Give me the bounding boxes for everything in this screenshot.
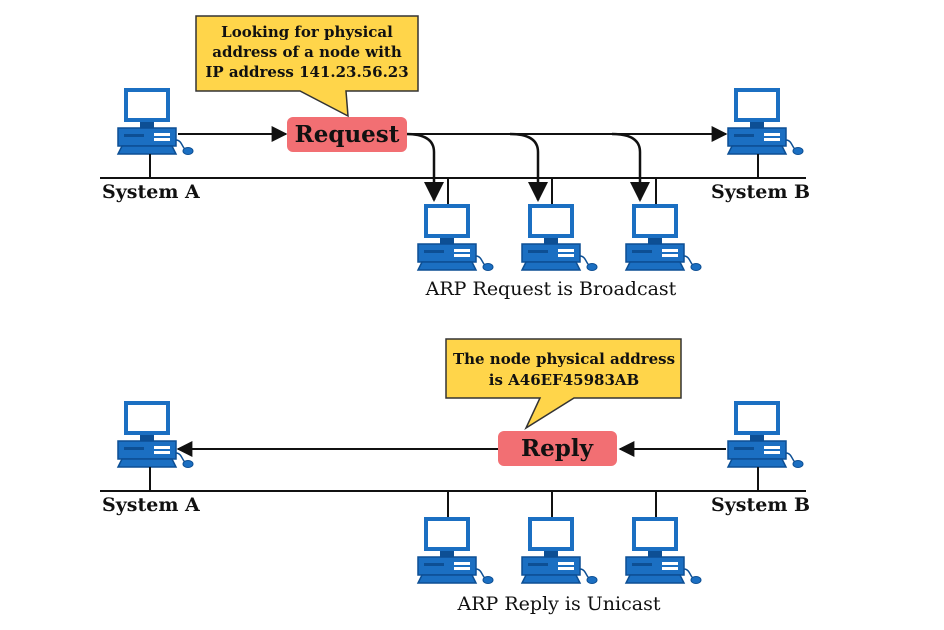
bottom-node-computer-1 (417, 516, 494, 585)
desktop-computer-icon (417, 516, 494, 585)
top-callout-bubble (195, 15, 419, 118)
bottom-callout-bubble (445, 338, 682, 430)
desktop-computer-icon (727, 400, 804, 469)
desktop-computer-icon (727, 87, 804, 156)
bottom-callout-line-2: is A46EF45983AB (489, 371, 639, 389)
bottom-caption: ARP Reply is Unicast (457, 593, 661, 615)
request-pill-label: Request (295, 121, 400, 148)
desktop-computer-icon (117, 87, 194, 156)
bottom-system-b-label: System B (711, 494, 810, 516)
top-broadcast-arrow-2 (509, 132, 548, 202)
top-system-a-computer (117, 87, 194, 178)
desktop-computer-icon (521, 516, 598, 585)
top-broadcast-arrow-3 (611, 132, 650, 202)
desktop-computer-icon (117, 400, 194, 469)
bottom-node-computer-2 (521, 516, 598, 585)
top-system-a-label: System A (102, 181, 200, 203)
desktop-computer-icon (625, 203, 702, 272)
top-node-computer-1 (417, 203, 494, 272)
bottom-system-a-label: System A (102, 494, 200, 516)
top-broadcast-arrow-1 (405, 132, 444, 202)
reply-pill (498, 431, 617, 466)
bottom-section: System A System B Reply The node physica… (100, 338, 810, 615)
top-node-computer-3 (625, 203, 702, 272)
bottom-node-computer-3 (625, 516, 702, 585)
top-node-computer-2 (521, 203, 598, 272)
desktop-computer-icon (625, 516, 702, 585)
bottom-system-a-computer (117, 400, 194, 491)
top-callout-line-3: IP address 141.23.56.23 (205, 63, 408, 81)
request-pill (287, 117, 407, 152)
bottom-system-b-computer (727, 400, 804, 491)
desktop-computer-icon (417, 203, 494, 272)
top-system-b-computer (727, 87, 804, 178)
top-section: System A System B Request Lookin (100, 15, 810, 300)
bottom-callout-line-1: The node physical address (453, 350, 675, 368)
top-callout-line-1: Looking for physical (221, 23, 393, 41)
desktop-computer-icon (521, 203, 598, 272)
top-caption: ARP Request is Broadcast (425, 278, 677, 300)
reply-pill-label: Reply (521, 435, 594, 462)
top-system-b-label: System B (711, 181, 810, 203)
top-callout-line-2: address of a node with (212, 43, 402, 61)
